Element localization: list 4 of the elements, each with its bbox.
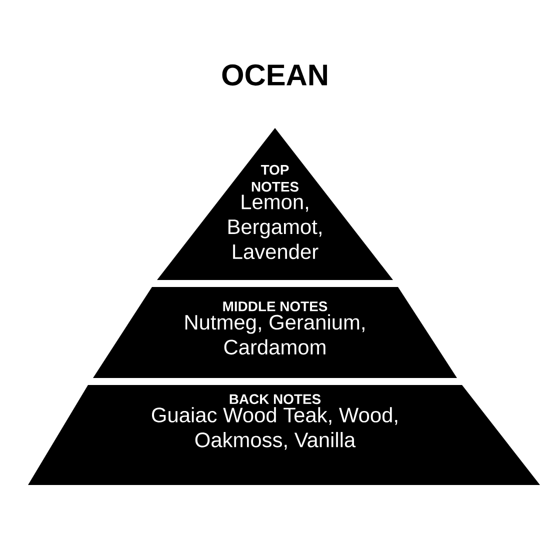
pyramid-tier: MIDDLE NOTES Nutmeg, Geranium, Cardamom	[93, 287, 457, 378]
title: OCEAN	[222, 64, 327, 86]
pyramid-tier: BACK NOTES Guaiac Wood Teak, Wood, Oakmoss, Vanilla	[28, 385, 540, 485]
pyramid-tier: TOP NOTES Lemon, Bergamot, Lavender	[157, 128, 393, 280]
